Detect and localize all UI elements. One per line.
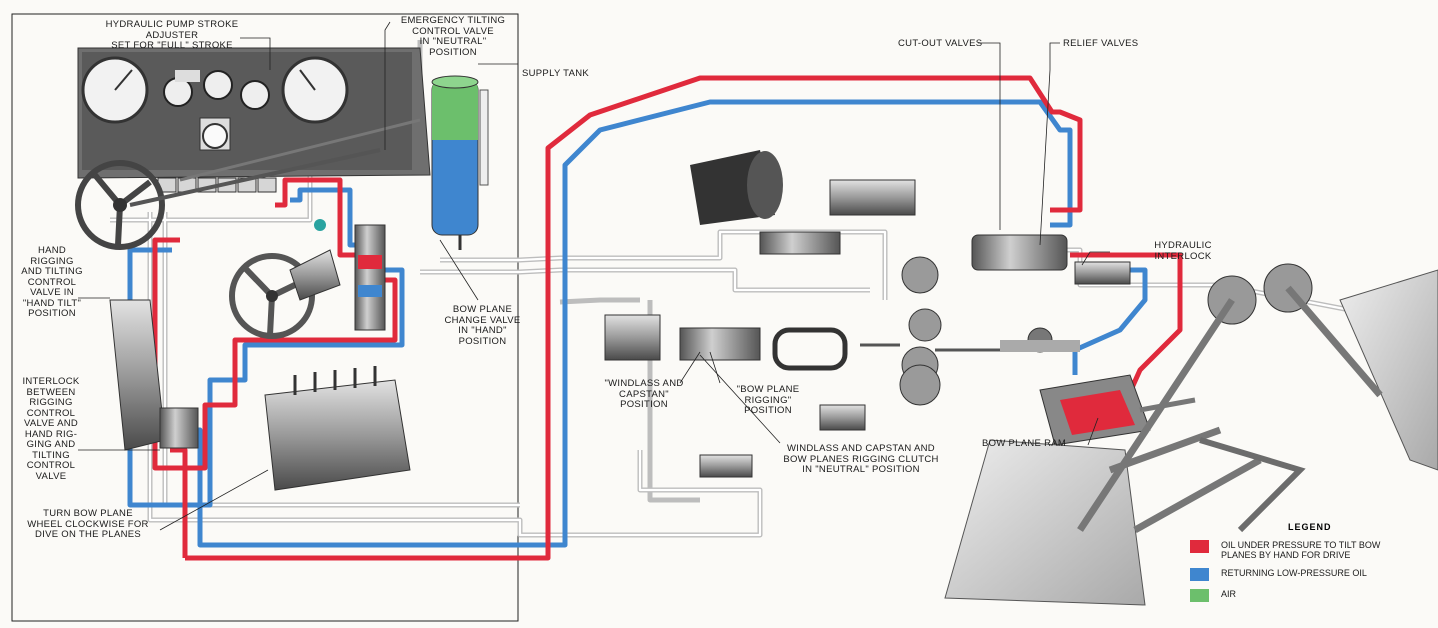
legend-item-return: RETURNING LOW-PRESSURE OIL — [1190, 568, 1430, 581]
label-hydraulic-interlock: HYDRAULIC INTERLOCK — [1154, 240, 1212, 262]
legend-label-return: RETURNING LOW-PRESSURE OIL — [1221, 568, 1367, 578]
label-bow-plane-ram: BOW PLANE RAM — [982, 438, 1067, 449]
supply-tank — [431, 75, 489, 250]
label-emergency-valve: EMERGENCY TILTING CONTROL VALVE IN "NEUT… — [400, 15, 506, 58]
legend-title: LEGEND — [1288, 522, 1332, 532]
change-valve-stack — [314, 219, 386, 331]
label-change-valve: BOW PLANE CHANGE VALVE IN "HAND" POSITIO… — [444, 304, 521, 347]
bow-plane-wheel — [229, 249, 341, 339]
stern-plane-wheel — [75, 160, 165, 250]
label-bow-plane-rigging-position: "BOW PLANE RIGGING" POSITION — [736, 384, 800, 416]
label-hand-rigging: HAND RIGGING AND TILTING CONTROL VALVE I… — [21, 245, 83, 319]
control-station-frame — [11, 13, 519, 622]
legend-swatch-return — [1190, 568, 1209, 581]
legend-swatch-pressure — [1190, 540, 1209, 553]
bow-plane-ram — [1039, 374, 1196, 446]
legend-label-air: AIR — [1221, 589, 1237, 599]
motor-and-gearing — [604, 150, 1080, 478]
label-pump-adjuster: HYDRAULIC PUMP STROKE ADJUSTER SET FOR "… — [105, 19, 239, 51]
label-windlass-capstan-position: "WINDLASS AND CAPSTAN" POSITION — [604, 378, 684, 410]
label-interlock-between: INTERLOCK BETWEEN RIGGING CONTROL VALVE … — [22, 376, 80, 482]
legend-swatch-air — [1190, 589, 1209, 602]
cutout-valve-block — [971, 234, 1131, 285]
label-clutch-neutral: WINDLASS AND CAPSTAN AND BOW PLANES RIGG… — [783, 443, 939, 475]
bow-planes — [944, 263, 1438, 606]
legend-item-air: AIR — [1190, 589, 1430, 602]
label-cutout-valves: CUT-OUT VALVES — [898, 38, 983, 49]
control-console — [75, 47, 431, 250]
legend-label-pressure: OIL UNDER PRESSURE TO TILT BOW PLANES BY… — [1221, 540, 1381, 560]
valve-manifold — [109, 299, 411, 491]
leader-lines — [78, 21, 1110, 531]
legend: LEGEND OIL UNDER PRESSURE TO TILT BOW PL… — [1190, 522, 1430, 602]
label-supply-tank: SUPPLY TANK — [522, 68, 590, 79]
legend-item-pressure: OIL UNDER PRESSURE TO TILT BOW PLANES BY… — [1190, 540, 1430, 560]
label-turn-wheel: TURN BOW PLANE WHEEL CLOCKWISE FOR DIVE … — [27, 508, 149, 540]
label-relief-valves: RELIEF VALVES — [1063, 38, 1139, 49]
